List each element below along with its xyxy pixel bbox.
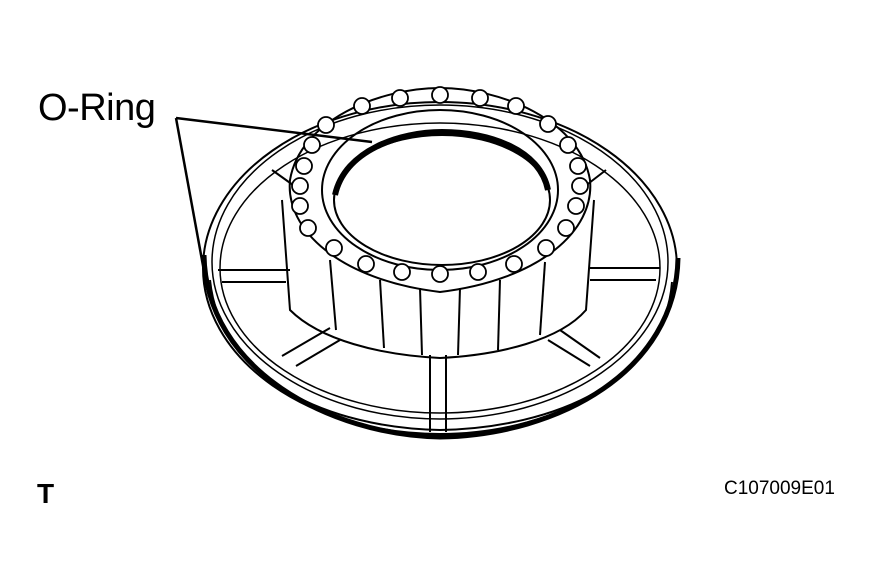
o-ring [332, 128, 551, 196]
view-letter: T [37, 478, 55, 509]
leader-lines [174, 116, 373, 283]
o-ring-callout-label: O-Ring [38, 87, 156, 129]
figure-id: C107009E01 [724, 478, 835, 499]
outer-rim-inner [211, 104, 669, 420]
